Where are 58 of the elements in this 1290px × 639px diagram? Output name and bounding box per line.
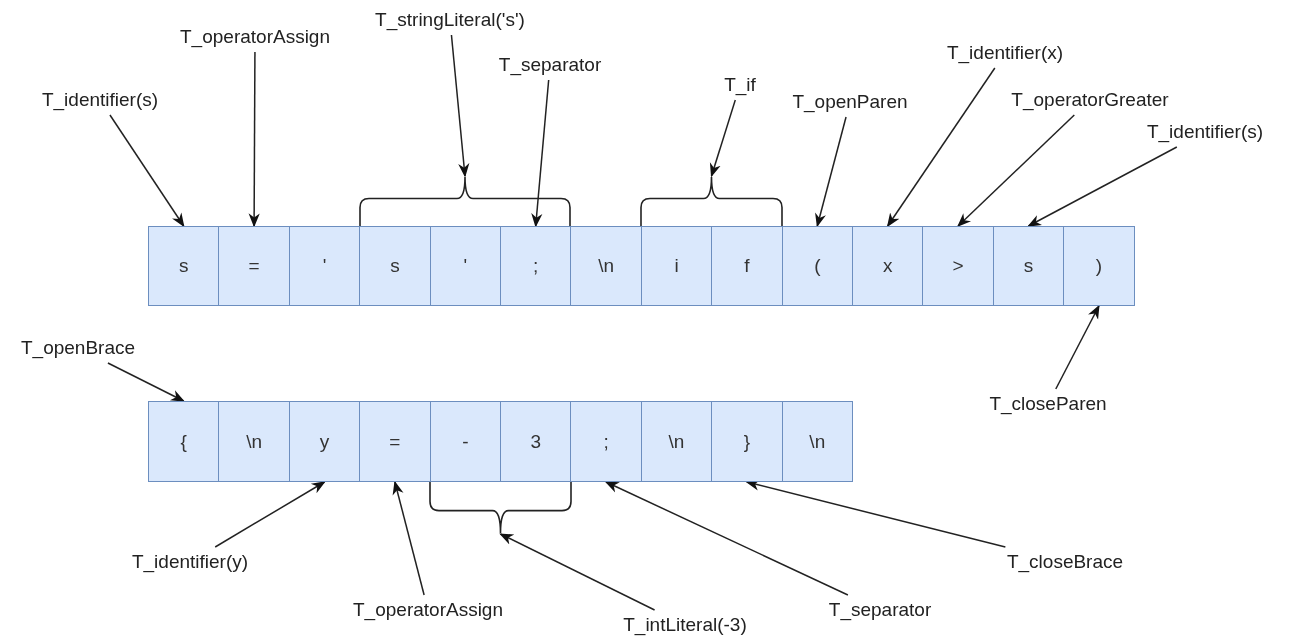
character-cell: - [429,401,501,482]
leader-arrow [450,34,470,178]
curly-brace [429,482,572,534]
token-label: T_separator [828,599,932,621]
leader-arrow [1027,146,1178,227]
character-cell: i [640,226,713,306]
character-cell: s [992,226,1065,306]
character-cell: = [218,226,290,306]
character-cell: \n [781,401,853,482]
token-label: T_operatorAssign [353,599,503,621]
character-cell: ) [1063,226,1135,306]
leader-arrow [531,79,550,228]
leader-arrow [392,480,425,596]
character-cell: } [711,401,783,482]
character-cell: \n [218,401,290,482]
token-label: T_identifier(y) [131,551,249,573]
token-label: T_openParen [792,91,908,113]
character-cell: \n [570,226,642,306]
token-label: T_closeParen [989,393,1107,415]
leader-arrow [886,67,996,228]
character-cell: x [852,226,924,306]
character-cell: y [288,401,361,482]
token-label: T_intLiteral(-3) [623,614,747,636]
character-cell: = [359,401,431,482]
curly-brace [640,176,783,226]
token-label: T_operatorAssign [180,26,330,48]
token-label: T_identifier(x) [946,42,1064,64]
leader-arrow [1055,304,1100,390]
leader-arrow [604,481,849,596]
leader-arrow [709,99,737,178]
curly-brace [359,176,571,226]
character-cell: s [359,226,431,306]
leader-arrow [107,362,185,402]
token-label: T_operatorGreater [1011,89,1169,111]
character-cell: \n [640,401,713,482]
leader-arrow [499,533,656,611]
token-label: T_openBrace [20,337,136,359]
character-cell: ' [288,226,361,306]
character-cell: ; [570,401,642,482]
leader-arrow [214,481,326,548]
token-label: T_if [724,74,756,96]
leader-arrow [109,114,185,228]
token-label: T_identifier(s) [1146,121,1264,143]
token-label: T_closeBrace [1006,551,1124,573]
token-label: T_identifier(s) [41,89,159,111]
character-cell: { [148,401,220,482]
leader-arrow [815,116,847,228]
character-cell: f [711,226,783,306]
character-cell: ' [429,226,501,306]
character-cell: 3 [500,401,572,482]
character-cell: > [922,226,994,306]
token-label: T_stringLiteral('s') [375,9,525,31]
leader-arrow [957,114,1076,227]
token-label: T_separator [498,54,602,76]
character-cell: ; [500,226,572,306]
character-cell: ( [781,226,853,306]
leader-arrow [248,51,260,228]
character-cell: s [148,226,220,306]
